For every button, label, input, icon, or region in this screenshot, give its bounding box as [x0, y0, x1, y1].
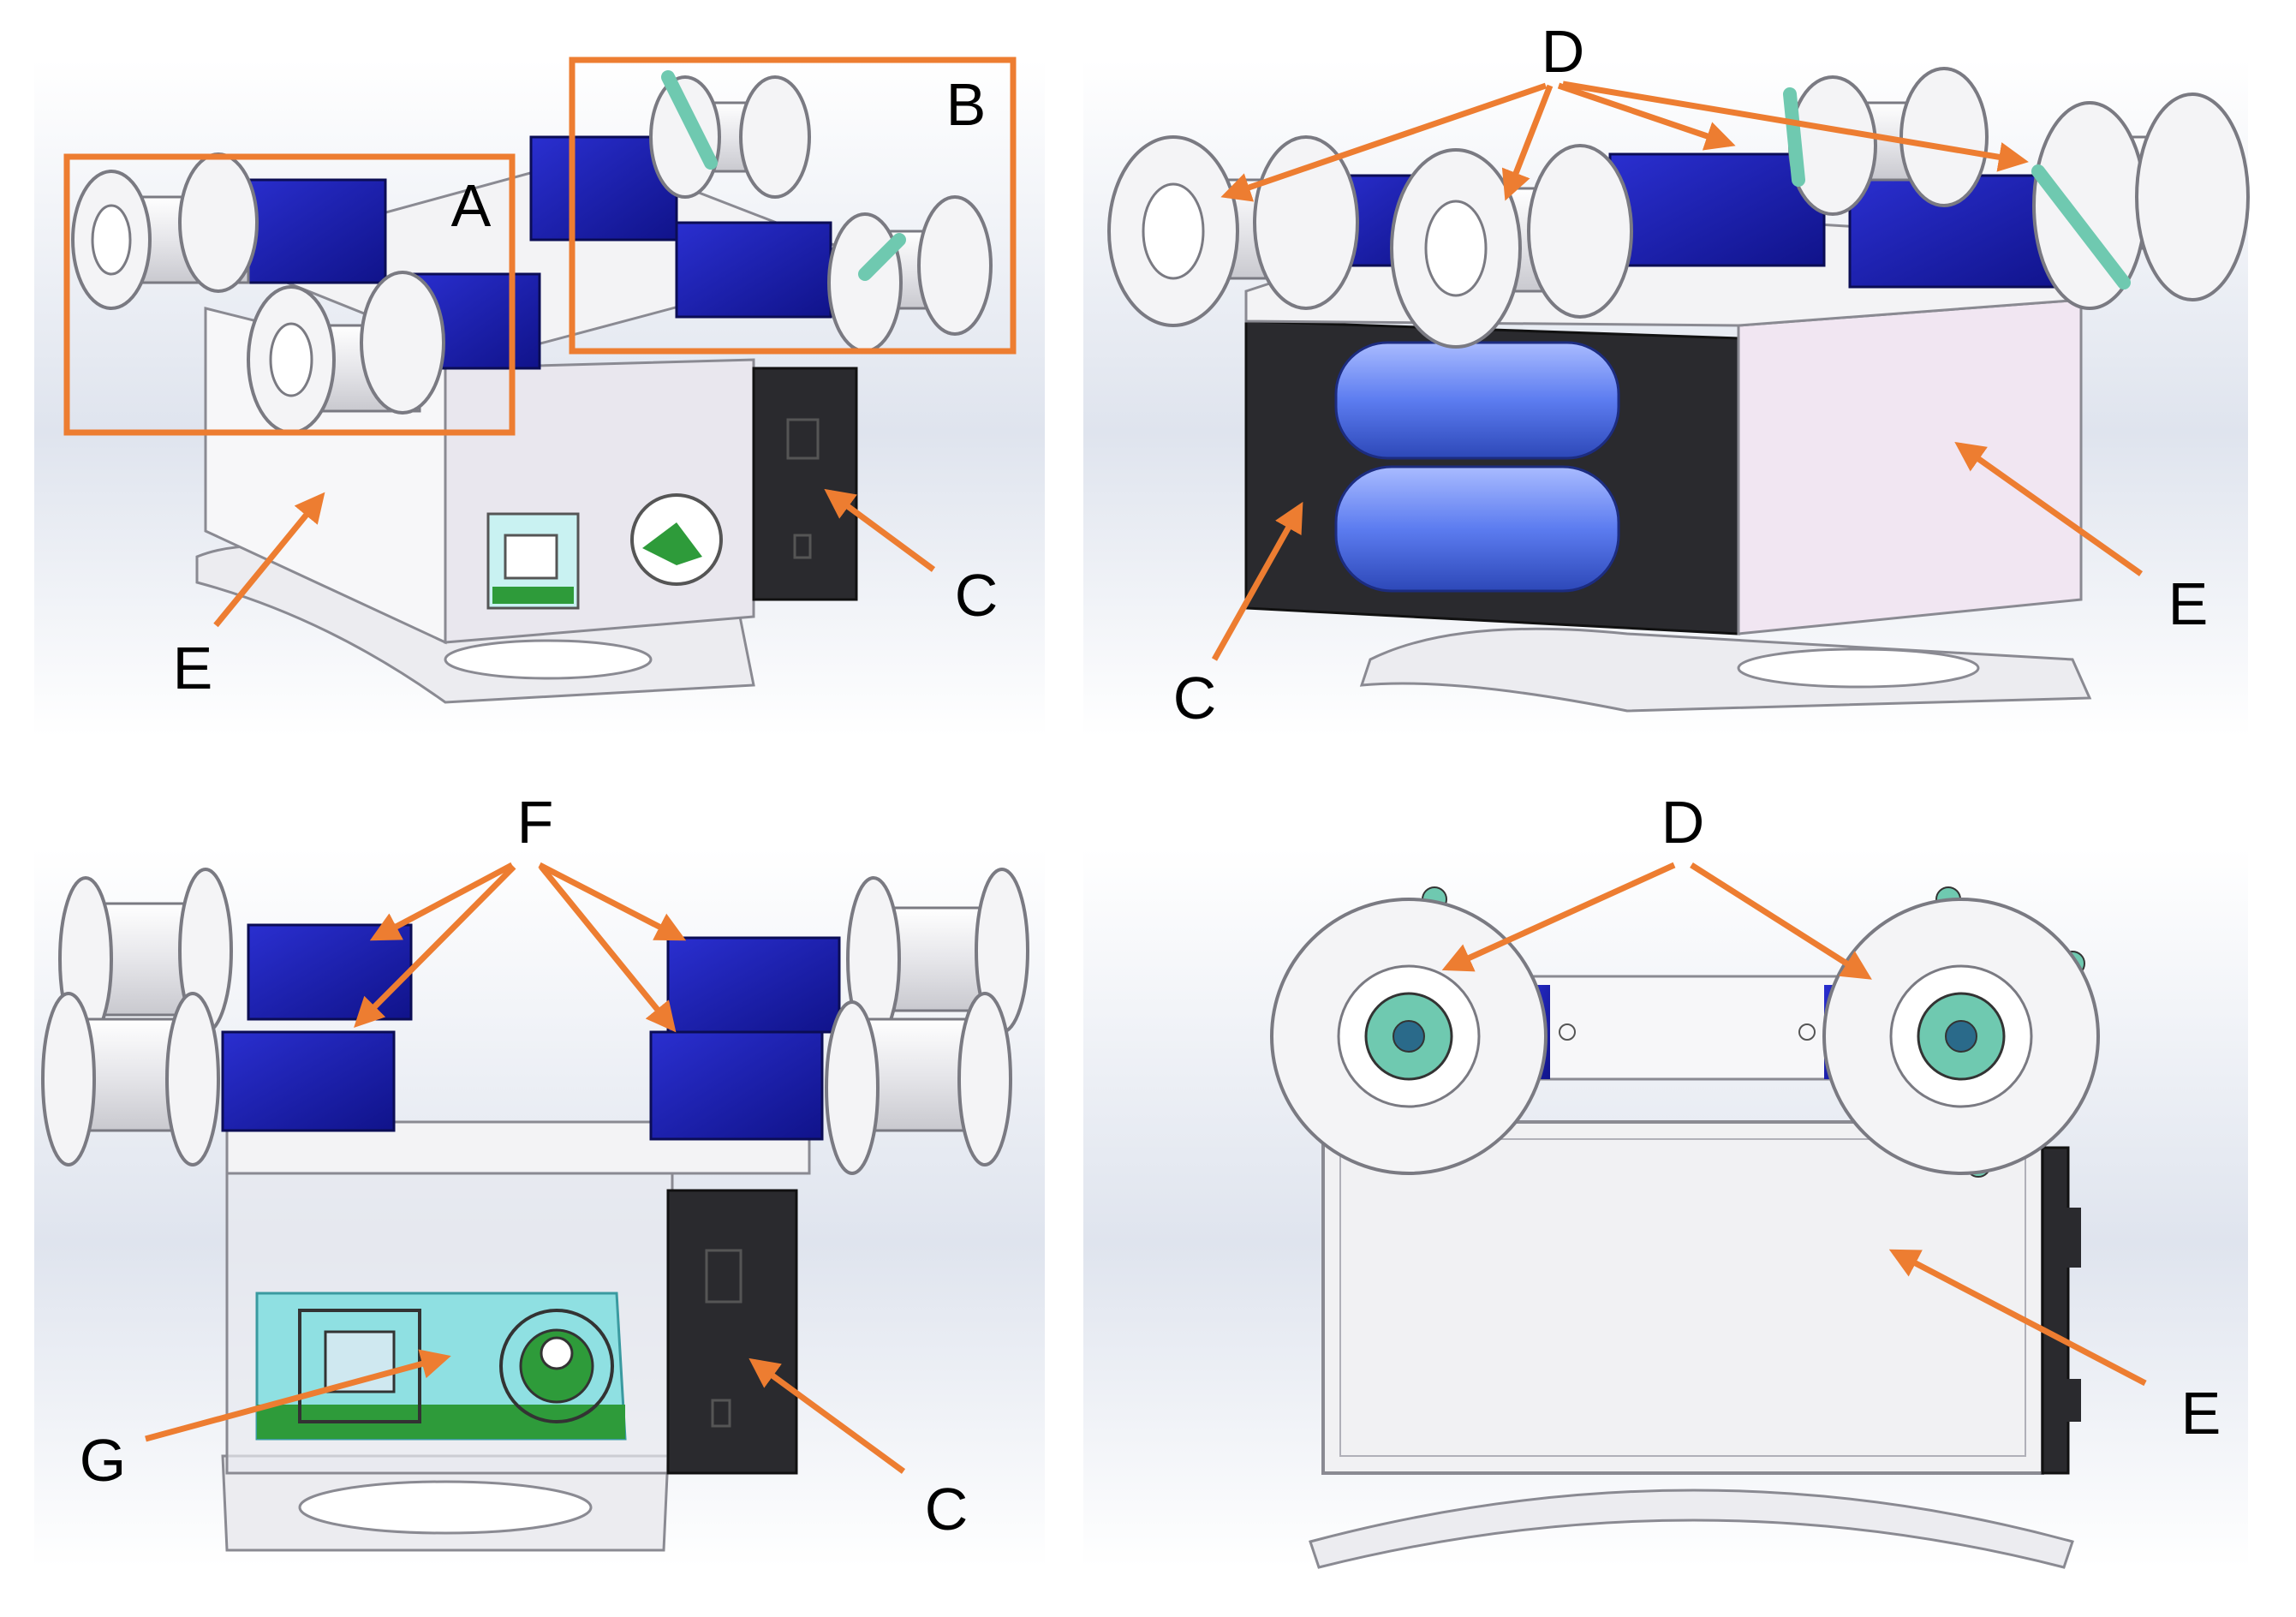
arrow-c-panel2: [1211, 501, 1303, 661]
arrow-d2-panel4: [1690, 862, 1872, 980]
panel-bottom-left: [34, 848, 1045, 1567]
arrow-g-panel3: [145, 1349, 451, 1442]
arrow-f3-panel3: [538, 862, 687, 941]
arrow-d3-panel2: [1557, 82, 1736, 151]
arrow-c-panel1: [824, 488, 936, 572]
region-box-a: [63, 153, 516, 436]
panel-top-right: [1083, 60, 2250, 737]
arrow-e-panel2: [1954, 441, 2144, 576]
arrow-f1-panel3: [369, 862, 514, 941]
arrow-e-panel1: [213, 492, 325, 628]
arrow-d1-panel2: [1220, 82, 1548, 202]
arrow-e-panel4: [1888, 1249, 2147, 1387]
region-box-b: [569, 57, 1017, 355]
arrow-d4-panel2: [1562, 81, 2029, 172]
arrow-f4-panel3: [539, 864, 677, 1033]
arrow-d2-panel2: [1501, 84, 1554, 201]
arrow-d1-panel4: [1441, 862, 1676, 972]
panel-top-left: [34, 57, 1045, 737]
arrow-c-panel3: [748, 1357, 906, 1474]
arrow-f2-panel3: [354, 864, 516, 1028]
panel-bottom-right: [1083, 848, 2248, 1569]
